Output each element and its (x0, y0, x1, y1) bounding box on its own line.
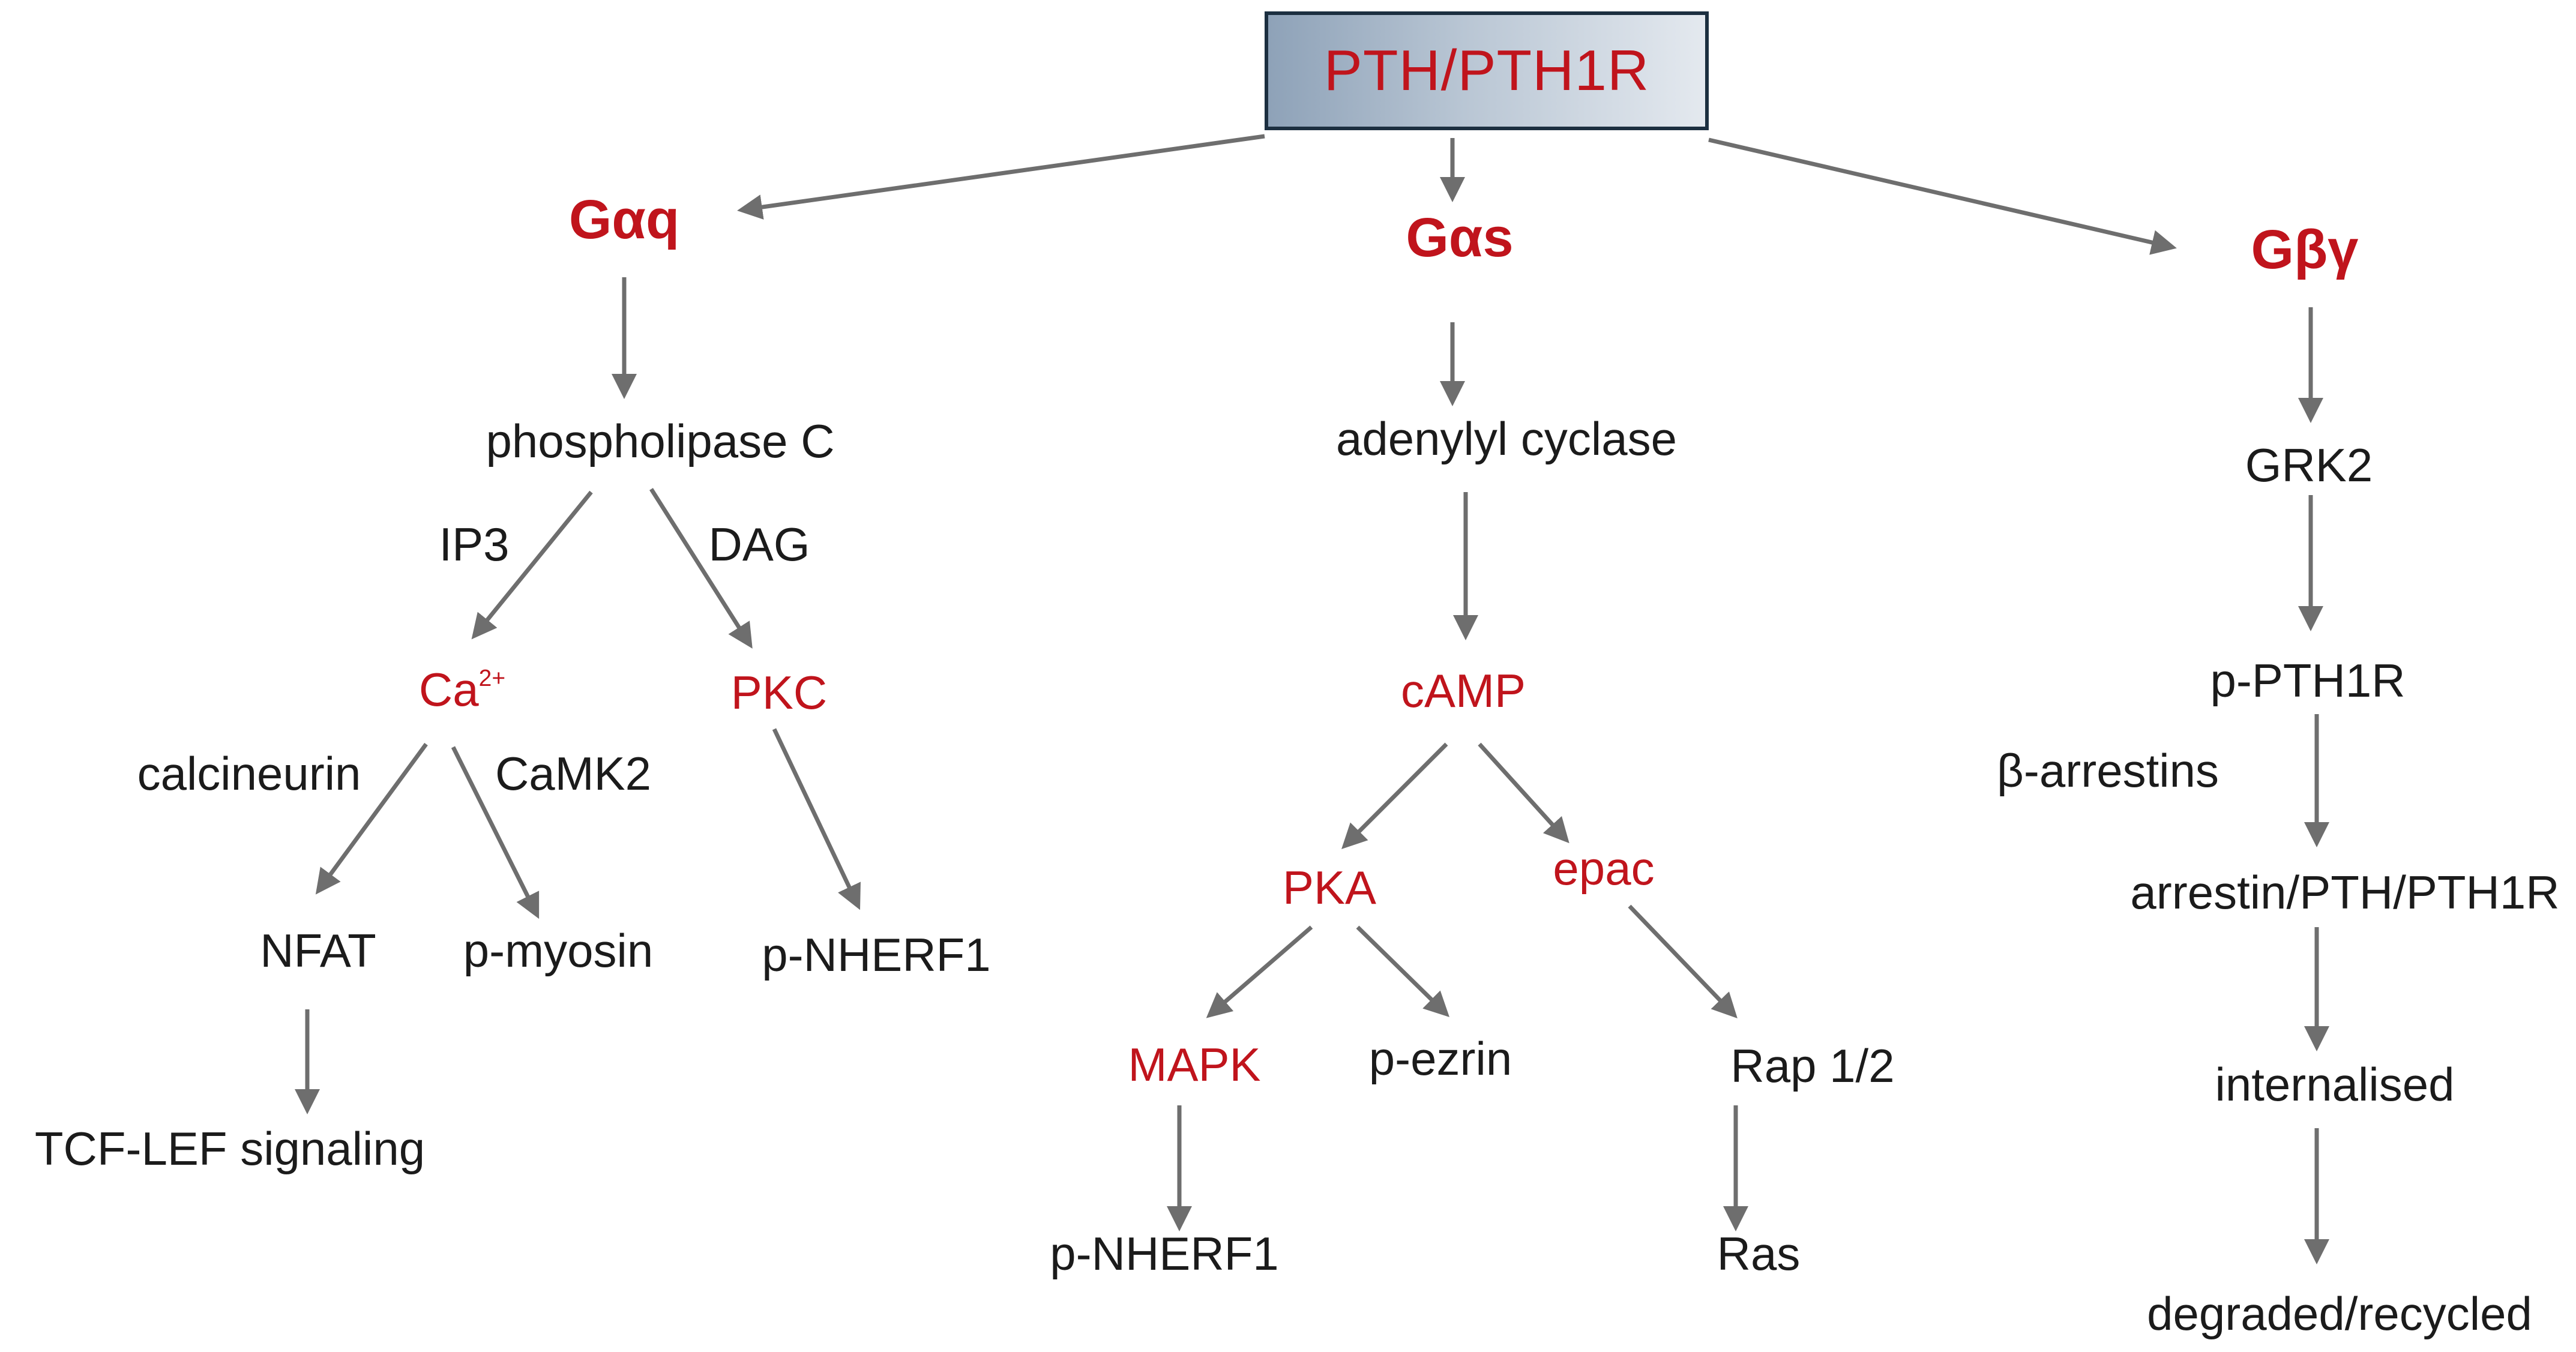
ip3-label: IP3 (439, 518, 510, 571)
calcium-node: Ca2+ (419, 666, 505, 713)
arrow-ca-to-p-myosin (451, 746, 540, 919)
gbg-header: Gβγ (2251, 219, 2359, 280)
p-ezrin-label: p-ezrin (1368, 1032, 1512, 1085)
nfat-label: NFAT (260, 924, 376, 977)
arrow-camp-to-pka (1341, 742, 1448, 849)
epac-label: epac (1553, 842, 1655, 895)
arrestin-complex-label: arrestin/PTH/PTH1R (2130, 866, 2560, 919)
arrow-plc-to-ca (471, 490, 593, 640)
grk2-label: GRK2 (2245, 439, 2373, 491)
p-pth1r-label: p-PTH1R (2210, 654, 2406, 707)
ras-label: Ras (1717, 1227, 1801, 1280)
calcineurin-label: calcineurin (137, 747, 361, 800)
internalised-label: internalised (2215, 1058, 2455, 1111)
arrow-pkc-to-p-nherf1 (772, 728, 861, 910)
beta-arrestins-label: β-arrestins (1997, 744, 2219, 797)
pka-label: PKA (1282, 861, 1377, 914)
calcium-label: Ca (418, 663, 479, 716)
arrow-root-to-gbg (1708, 137, 2177, 255)
mapk-label: MAPK (1128, 1038, 1261, 1091)
root-label: PTH/PTH1R (1323, 38, 1650, 103)
adenylyl-cyclase-label: adenylyl cyclase (1336, 412, 1677, 465)
camk2-label: CaMK2 (495, 747, 652, 800)
arrow-ca-to-nfat (315, 742, 428, 895)
degraded-recycled-label: degraded/recycled (2147, 1287, 2532, 1340)
phospholipase-c-label: phospholipase C (486, 415, 835, 467)
pth-pth1r-box: PTH/PTH1R (1265, 11, 1709, 130)
rap-label: Rap 1/2 (1730, 1039, 1895, 1092)
p-nherf1-label-mapk: p-NHERF1 (1050, 1227, 1279, 1280)
camp-label: cAMP (1400, 664, 1526, 717)
tcf-lef-label: TCF-LEF signaling (34, 1122, 426, 1175)
calcium-charge: 2+ (478, 665, 506, 691)
arrow-pka-to-mapk (1206, 925, 1313, 1018)
p-myosin-label: p-myosin (463, 924, 654, 977)
arrow-epac-to-rap (1628, 904, 1738, 1019)
p-nherf1-label-pkc: p-NHERF1 (762, 928, 991, 981)
arrow-pka-to-p-ezrin (1356, 925, 1450, 1017)
gaq-header: Gαq (568, 189, 680, 250)
pkc-label: PKC (730, 666, 828, 719)
arrow-camp-to-epac (1478, 742, 1569, 844)
dag-label: DAG (708, 518, 810, 571)
arrow-plc-to-pkc (649, 488, 753, 649)
gas-header: Gαs (1406, 207, 1514, 268)
arrow-root-to-gaq (737, 134, 1265, 220)
